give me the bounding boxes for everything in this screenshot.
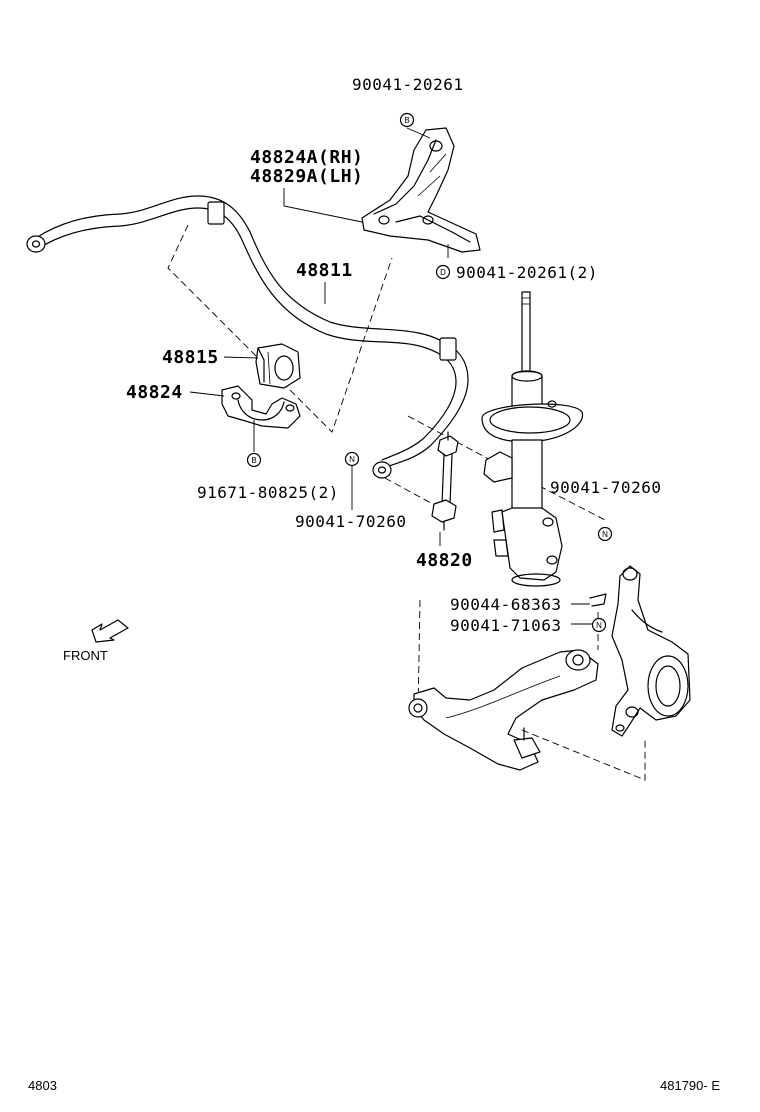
- callout-48820: 48820: [416, 550, 473, 571]
- n-marker-link: N: [344, 451, 360, 467]
- b-marker-bushing: B: [246, 452, 262, 468]
- figure-code: 481790- E: [660, 1078, 720, 1093]
- page-code: 4803: [28, 1078, 57, 1093]
- stabilizer-bar: [26, 195, 469, 479]
- callout-48811: 48811: [296, 260, 353, 281]
- lower-control-arm: [408, 649, 599, 771]
- callout-90041-70260-link: 90041-70260: [295, 512, 406, 531]
- stabilizer-link: [431, 431, 459, 531]
- callout-91671-80825-2: 91671-80825(2): [197, 483, 339, 502]
- d-marker-bolts-letter: D: [440, 268, 446, 277]
- shock-absorber-strut: [481, 291, 584, 587]
- callout-90044-68363: 90044-68363: [450, 595, 561, 614]
- callout-90041-20261-2: 90041-20261(2): [456, 263, 598, 282]
- n-marker-strut-letter: N: [602, 530, 608, 539]
- callout-48829a-lh: 48829A(LH): [250, 166, 363, 187]
- cotter-pin: [589, 593, 607, 607]
- assembly-dashed-lines: [167, 224, 646, 781]
- front-label: FRONT: [63, 648, 108, 663]
- d-marker-bolts: D: [435, 264, 451, 280]
- n-marker-strut: N: [597, 526, 613, 542]
- callout-90041-71063: 90041-71063: [450, 616, 561, 635]
- front-arrow-icon: [91, 619, 129, 643]
- n-marker-ball-joint-letter: N: [596, 621, 602, 630]
- callout-48824: 48824: [126, 382, 183, 403]
- n-marker-link-letter: N: [349, 455, 355, 464]
- callout-48815: 48815: [162, 347, 219, 368]
- stabilizer-bracket: [361, 127, 481, 253]
- callout-90041-70260-strut: 90041-70260: [550, 478, 661, 497]
- b-marker-bushing-letter: B: [251, 456, 256, 465]
- b-marker-top: B: [399, 112, 415, 128]
- bushing-48815: [255, 343, 301, 389]
- callout-48824a-rh: 48824A(RH): [250, 147, 363, 168]
- steering-knuckle: [611, 565, 691, 737]
- bushing-bracket-48824: [221, 385, 301, 429]
- leader-lines: [189, 127, 594, 625]
- b-marker-top-letter: B: [404, 116, 409, 125]
- callout-90041-20261-top: 90041-20261: [352, 75, 463, 94]
- n-marker-ball-joint: N: [591, 617, 607, 633]
